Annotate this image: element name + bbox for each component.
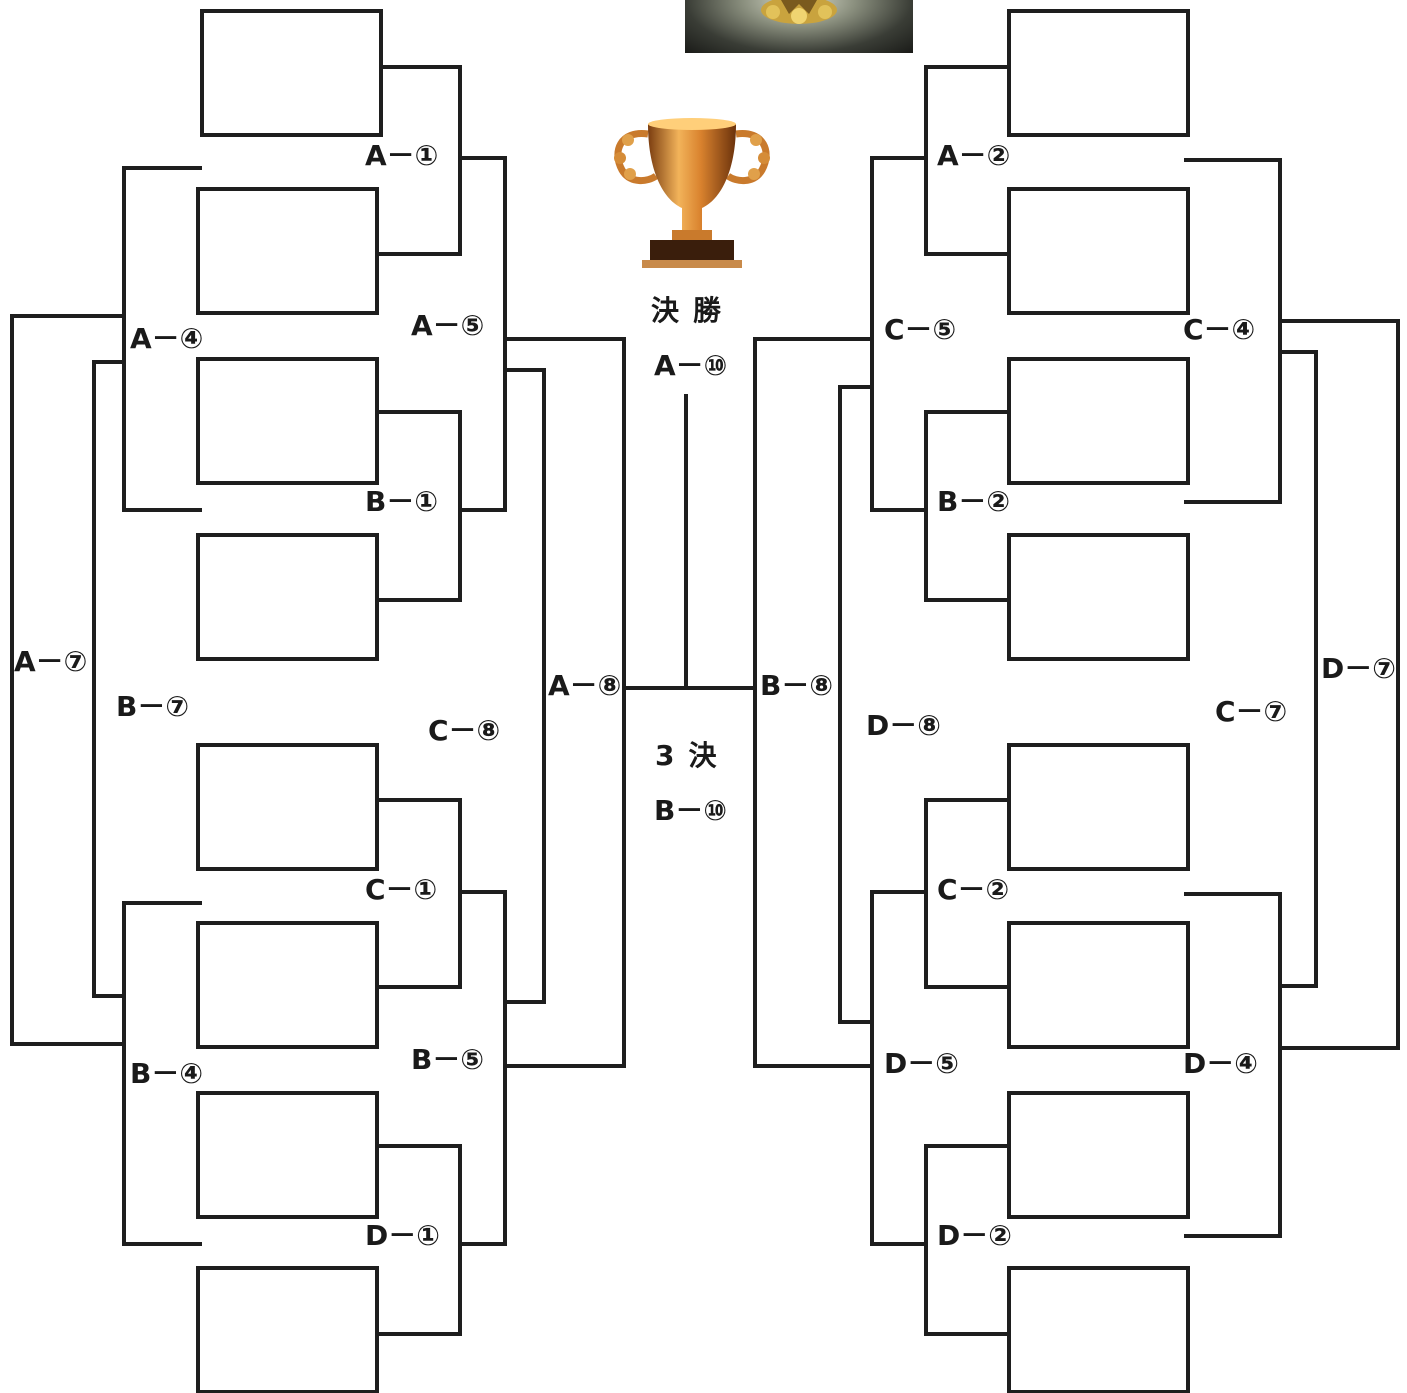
trophy-icon: [608, 112, 776, 274]
match-label-c2: C－②: [937, 876, 1009, 904]
match-label-d8: D－⑧: [866, 712, 941, 740]
match-label-a8: A－⑧: [548, 672, 621, 700]
third-place-match-label: B－⑩: [654, 797, 727, 825]
team-slot[interactable]: [196, 533, 379, 661]
match-label-b2: B－②: [937, 488, 1010, 516]
team-slot[interactable]: [196, 187, 379, 315]
team-slot[interactable]: [1007, 187, 1190, 315]
match-label-a7: A－⑦: [14, 648, 87, 676]
team-slot[interactable]: [1007, 357, 1190, 485]
match-label-d7: D－⑦: [1321, 655, 1396, 683]
match-label-d4: D－④: [1183, 1050, 1258, 1078]
match-label-a2: A－②: [937, 142, 1010, 170]
team-slot[interactable]: [1007, 743, 1190, 871]
match-label-a5: A－⑤: [411, 312, 484, 340]
team-slot[interactable]: [200, 9, 383, 137]
team-slot[interactable]: [196, 921, 379, 1049]
team-slot[interactable]: [196, 1266, 379, 1393]
match-label-a4: A－④: [130, 325, 203, 353]
match-label-a1: A－①: [365, 142, 438, 170]
match-label-b1: B－①: [365, 488, 438, 516]
match-label-c4: C－④: [1183, 316, 1255, 344]
team-slot[interactable]: [1007, 533, 1190, 661]
team-slot[interactable]: [196, 743, 379, 871]
team-slot[interactable]: [1007, 921, 1190, 1049]
team-slot[interactable]: [196, 1091, 379, 1219]
third-place-title: 3決: [655, 742, 730, 770]
match-label-b4: B－④: [130, 1060, 203, 1088]
match-label-c1: C－①: [365, 876, 437, 904]
match-label-c8: C－⑧: [428, 717, 500, 745]
team-slot[interactable]: [196, 357, 379, 485]
match-label-d1: D－①: [365, 1222, 440, 1250]
team-slot[interactable]: [1007, 1091, 1190, 1219]
match-label-b7: B－⑦: [116, 693, 189, 721]
final-title: 決勝: [651, 297, 735, 325]
match-label-b8: B－⑧: [760, 672, 833, 700]
match-label-b5: B－⑤: [411, 1046, 484, 1074]
match-label-d5: D－⑤: [884, 1050, 959, 1078]
team-slot[interactable]: [1007, 1266, 1190, 1393]
final-match-label: A－⑩: [654, 352, 727, 380]
match-label-c5: C－⑤: [884, 316, 956, 344]
match-label-d2: D－②: [937, 1222, 1012, 1250]
team-slot[interactable]: [1007, 9, 1190, 137]
match-label-c7: C－⑦: [1215, 698, 1287, 726]
